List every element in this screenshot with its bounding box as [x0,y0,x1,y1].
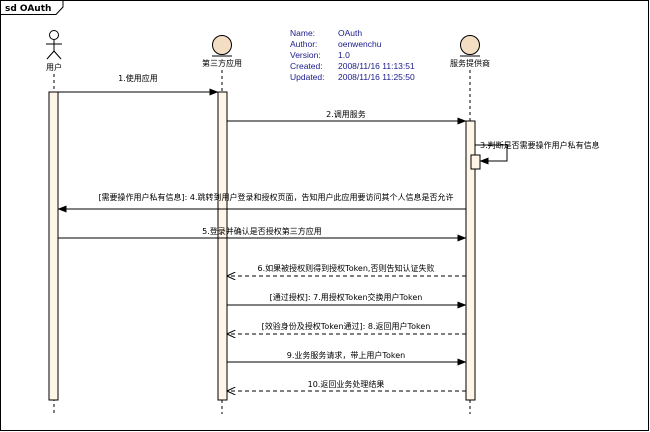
message-label: 9.业务服务请求，带上用户Token [287,350,405,360]
message-label: [通过授权]: 7.用授权Token交换用户Token [270,292,423,302]
message-label: [需要操作用户私有信息]: 4.跳转到用户登录和授权页面，告知用户此应用要访问其… [98,192,453,202]
lifeline-user[interactable]: 用户 [46,30,62,415]
meta-value-version: 1.0 [338,50,350,60]
activation-bar-user [48,91,59,401]
message-label: 6.如果被授权则得到授权Token,否则告知认证失败 [258,263,435,273]
message-7[interactable]: [通过授权]: 7.用授权Token交换用户Token [227,292,467,309]
lifeline-label-thirdparty: 第三方应用 [202,58,242,68]
message-label: [效验身份及授权Token通过]: 8.返回用户Token [262,321,431,331]
lifeline-label-provider: 服务提供商 [450,58,490,68]
meta-key-name: Name: [290,28,315,38]
meta-value-created: 2008/11/16 11:13:51 [338,61,415,71]
meta-key-updated: Updated: [290,72,325,82]
meta-key-author: Author: [290,39,317,49]
message-1[interactable]: 1.使用应用 [58,73,219,96]
meta-value-name: OAuth [338,28,362,38]
message-8[interactable]: [效验身份及授权Token通过]: 8.返回用户Token [227,321,466,334]
meta-value-updated: 2008/11/16 11:25:50 [338,72,415,82]
entity-icon [212,35,232,57]
message-label: 5.登录并确认是否授权第三方应用 [202,226,322,236]
lifeline-provider[interactable]: 服务提供商 [450,35,490,415]
entity-icon [460,35,480,57]
message-5[interactable]: 5.登录并确认是否授权第三方应用 [58,226,467,242]
message-4[interactable]: [需要操作用户私有信息]: 4.跳转到用户登录和授权页面，告知用户此应用要访问其… [57,192,466,213]
meta-value-author: oenwenchu [338,39,382,49]
frame-title: sd OAuth [5,4,51,14]
actor-icon [46,30,62,60]
activation-bar-provider [465,120,476,401]
message-label: 1.使用应用 [118,73,158,83]
lifeline-thirdparty[interactable]: 第三方应用 [202,35,242,415]
message-label: 10.返回业务处理结果 [308,379,385,389]
message-2[interactable]: 2.调用服务 [227,109,467,125]
message-3-self[interactable]: 3.判断是否需要操作用户私有信息 [475,140,600,165]
message-label: 2.调用服务 [326,109,366,119]
meta-key-version: Version: [290,50,321,60]
message-label: 3.判断是否需要操作用户私有信息 [480,140,600,150]
message-10[interactable]: 10.返回业务处理结果 [227,379,466,391]
metadata-block: Name: OAuth Author: oenwenchu Version: 1… [290,28,415,82]
frame-tab [0,0,64,15]
meta-key-created: Created: [290,61,323,71]
activation-bar-thirdparty [217,91,228,401]
message-6[interactable]: 6.如果被授权则得到授权Token,否则告知认证失败 [227,263,466,276]
activation-bar-provider-self [470,154,481,170]
message-9[interactable]: 9.业务服务请求，带上用户Token [227,350,467,366]
lifeline-label-user: 用户 [46,62,62,72]
